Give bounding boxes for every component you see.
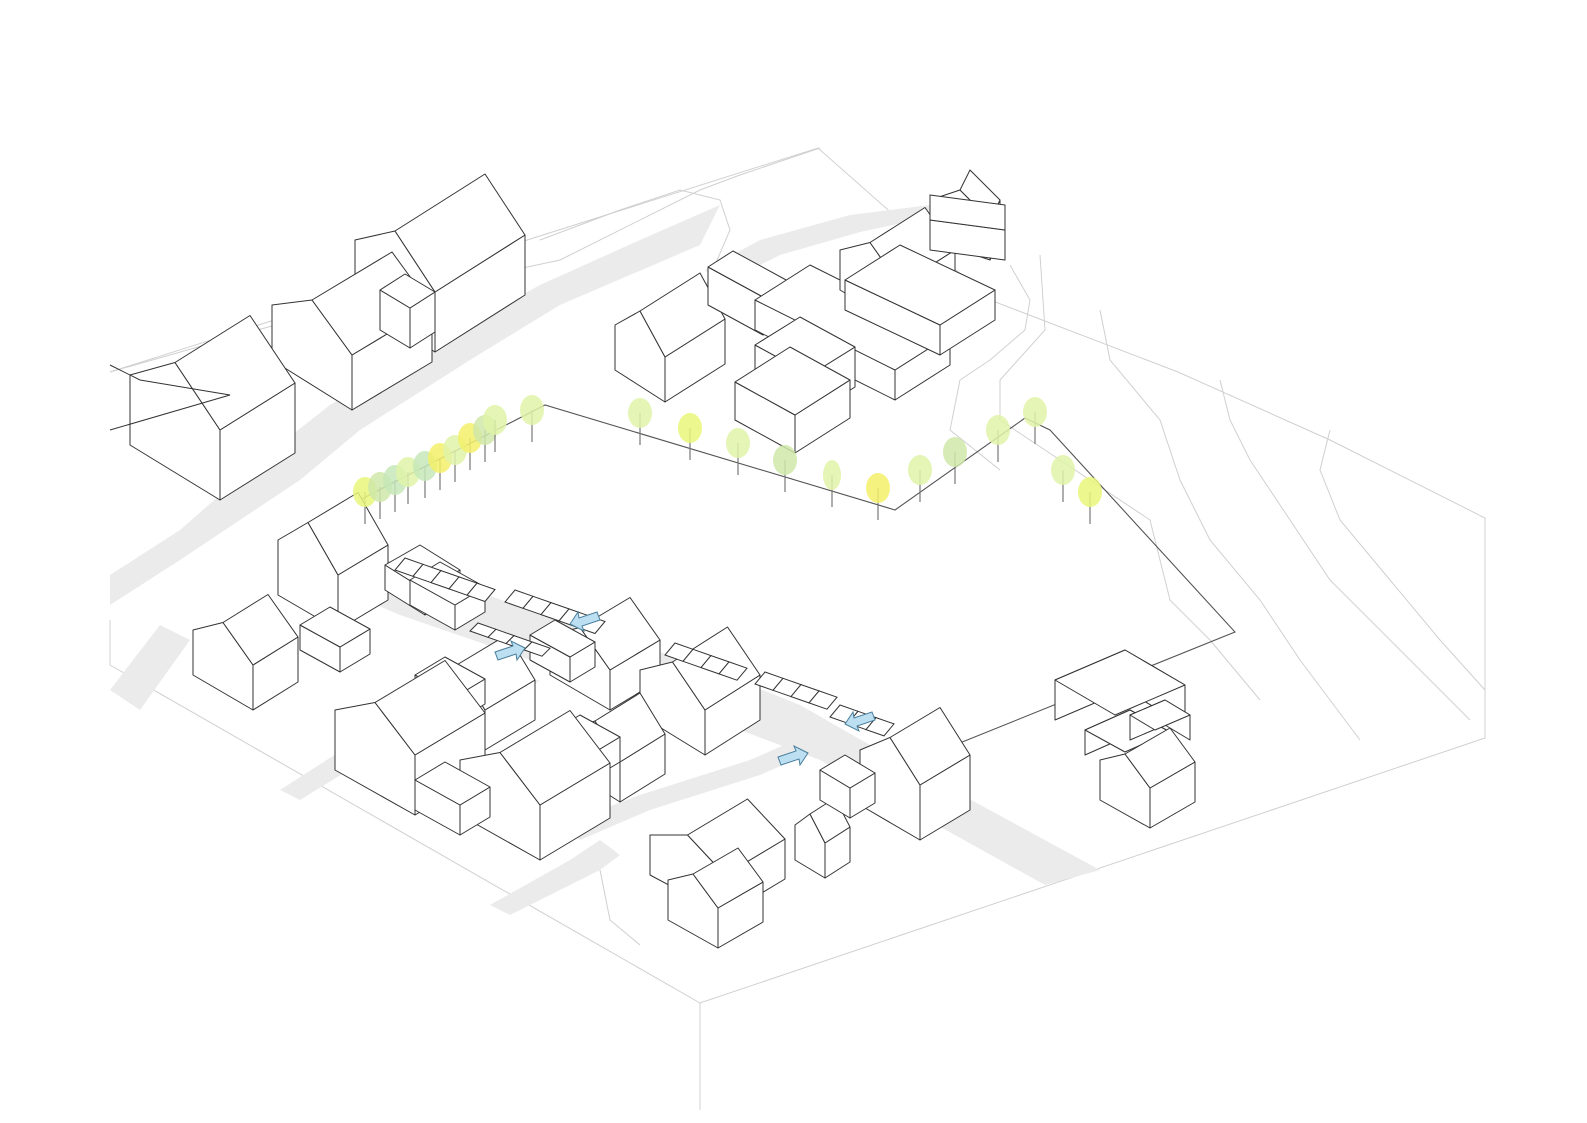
building-bc-3 — [794, 797, 851, 879]
tree-canopy — [986, 415, 1010, 445]
tree-canopy — [678, 413, 702, 443]
tree-canopy — [628, 398, 652, 428]
tree-canopy — [483, 405, 507, 435]
tree-icon — [678, 413, 702, 460]
contour-6 — [539, 189, 731, 301]
building-far-left-roof — [174, 315, 296, 431]
contour-4 — [1319, 429, 1486, 691]
trees — [353, 395, 1102, 524]
tree-icon — [628, 398, 652, 445]
arrow-shape — [844, 710, 876, 733]
building-bl-2 — [459, 710, 611, 861]
building-c-3-top — [529, 619, 596, 658]
parking-space — [523, 641, 551, 657]
building-r-4-top — [1129, 699, 1191, 731]
tree-canopy — [943, 437, 967, 467]
parking-row-3 — [469, 622, 551, 657]
building-bc-5 — [819, 754, 876, 819]
tree-icon — [726, 428, 750, 475]
building-bc-4 — [859, 707, 971, 841]
building-tc-1 — [614, 272, 726, 403]
parking-space — [718, 661, 748, 681]
building-bl-2-roof — [499, 710, 611, 806]
buildings — [109, 169, 1196, 949]
arrow-icon — [494, 639, 526, 662]
contour-7 — [949, 264, 1031, 471]
building-far-left-edge — [109, 364, 231, 431]
building-ul-annex — [379, 273, 436, 349]
contour-2 — [1099, 309, 1361, 741]
building-bl-1-roof — [374, 660, 486, 756]
tree-canopy — [823, 460, 841, 490]
tree-icon — [823, 460, 841, 507]
tree-canopy — [520, 395, 544, 425]
road-top-curve — [705, 205, 940, 285]
building-ll-2 — [192, 594, 299, 711]
parking-row-4 — [664, 642, 748, 681]
tree-canopy — [773, 445, 797, 475]
building-ll-3 — [299, 606, 371, 673]
arrow-icon — [569, 610, 601, 633]
tree-icon — [908, 455, 932, 502]
tree-canopy — [1078, 477, 1102, 507]
arrow-icon — [777, 744, 809, 767]
tree-icon — [986, 415, 1010, 462]
tree-icon — [943, 437, 967, 484]
arrow-shape — [777, 744, 809, 767]
tree-icon — [866, 473, 890, 520]
building-tc-1-roof — [639, 272, 726, 358]
parking-row-5 — [754, 671, 838, 710]
parking-space — [865, 717, 895, 737]
tree-icon — [1078, 477, 1102, 524]
building-r-4 — [1129, 699, 1191, 741]
road-left-branch — [110, 625, 190, 710]
building-ll-3-top — [299, 606, 371, 648]
building-tc-6 — [844, 244, 996, 356]
arrow-shape — [494, 639, 526, 662]
tree-icon — [773, 445, 797, 492]
building-tc-4-top — [734, 346, 851, 416]
tree-canopy — [866, 473, 890, 503]
tree-canopy — [908, 455, 932, 485]
tree-canopy — [1023, 397, 1047, 427]
building-bc-5-top — [819, 754, 876, 789]
building-tc-8-top — [929, 194, 1006, 231]
contour-1 — [999, 254, 1261, 701]
building-bc-2 — [667, 847, 764, 949]
road-loop — [560, 725, 840, 840]
building-ll-2-roof — [222, 594, 299, 666]
building-tc-8 — [929, 194, 1006, 261]
building-r-1-top — [1054, 649, 1186, 716]
arrow-shape — [569, 610, 601, 633]
building-bc-2-roof — [692, 847, 764, 909]
access-arrows — [494, 610, 876, 767]
road-upper-left — [110, 205, 720, 605]
building-bl-3 — [414, 761, 491, 836]
tree-canopy — [1051, 455, 1075, 485]
building-bc-1-roof — [687, 798, 786, 876]
building-far-left — [129, 315, 296, 501]
parking-space — [808, 690, 838, 710]
building-bl-3-top — [414, 761, 491, 806]
building-ll-1 — [277, 492, 389, 631]
arrow-icon — [844, 710, 876, 733]
road-bottom-branch — [490, 840, 620, 915]
parking-space — [466, 582, 496, 603]
tree-icon — [1051, 455, 1075, 502]
tree-icon — [520, 395, 544, 442]
tree-icon — [483, 405, 507, 452]
building-bc-4-roof — [889, 707, 971, 786]
building-tc-4 — [734, 346, 851, 454]
building-tc-6-top — [844, 244, 996, 326]
tree-icon — [1023, 397, 1047, 444]
building-ul-large-roof — [394, 173, 526, 293]
tree-canopy — [726, 428, 750, 458]
building-ul-annex-top — [379, 273, 436, 309]
contour-3 — [1219, 379, 1471, 721]
parking-row-1 — [394, 557, 496, 603]
building-r-1 — [1054, 649, 1186, 726]
contour-8 — [599, 869, 641, 946]
